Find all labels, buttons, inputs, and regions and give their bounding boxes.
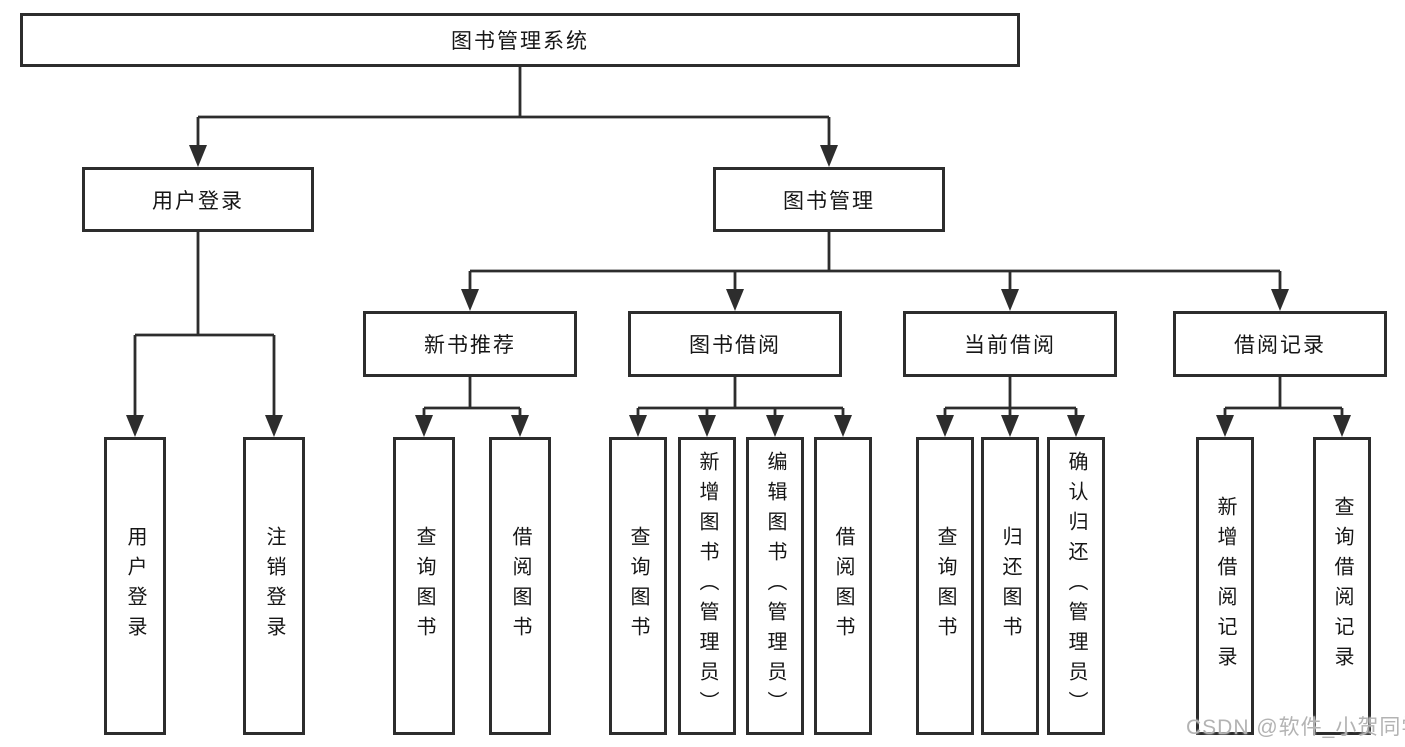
leaf-confirm-return-admin: 确认归还（管理员） [1047, 437, 1105, 735]
leaf-query-books-borrowing: 查询图书 [609, 437, 667, 735]
leaf-borrow-books-recommend-label: 借阅图书 [509, 526, 531, 646]
node-borrowing-records: 借阅记录 [1173, 311, 1387, 377]
node-user-login: 用户登录 [82, 167, 314, 232]
leaf-query-borrow-record-label: 查询借阅记录 [1331, 496, 1353, 676]
leaf-user-login-label: 用户登录 [124, 526, 146, 646]
leaf-query-books-borrowing-label: 查询图书 [627, 526, 649, 646]
leaf-add-borrow-record-label: 新增借阅记录 [1214, 496, 1236, 676]
leaf-add-book-admin: 新增图书（管理员） [678, 437, 736, 735]
leaf-borrow-books-recommend: 借阅图书 [489, 437, 551, 735]
leaf-borrow-books-borrowing: 借阅图书 [814, 437, 872, 735]
node-new-book-recommend: 新书推荐 [363, 311, 577, 377]
leaf-return-book-label: 归还图书 [999, 526, 1021, 646]
leaf-user-login: 用户登录 [104, 437, 166, 735]
node-book-management: 图书管理 [713, 167, 945, 232]
leaf-add-book-admin-label: 新增图书（管理员） [696, 451, 718, 721]
node-book-borrowing: 图书借阅 [628, 311, 842, 377]
leaf-add-borrow-record: 新增借阅记录 [1196, 437, 1254, 735]
leaf-logout-label: 注销登录 [263, 526, 285, 646]
node-library-system: 图书管理系统 [20, 13, 1020, 67]
leaf-confirm-return-admin-label: 确认归还（管理员） [1065, 451, 1087, 721]
leaf-return-book: 归还图书 [981, 437, 1039, 735]
leaf-edit-book-admin: 编辑图书（管理员） [746, 437, 804, 735]
leaf-logout: 注销登录 [243, 437, 305, 735]
leaf-query-borrow-record: 查询借阅记录 [1313, 437, 1371, 735]
leaf-borrow-books-borrowing-label: 借阅图书 [832, 526, 854, 646]
leaf-query-books-recommend: 查询图书 [393, 437, 455, 735]
leaf-edit-book-admin-label: 编辑图书（管理员） [764, 451, 786, 721]
node-current-borrowing: 当前借阅 [903, 311, 1117, 377]
leaf-query-books-current: 查询图书 [916, 437, 974, 735]
leaf-query-books-recommend-label: 查询图书 [413, 526, 435, 646]
csdn-watermark: CSDN @软件_小贺同学 [1186, 716, 1405, 739]
leaf-query-books-current-label: 查询图书 [934, 526, 956, 646]
arrowheads [126, 145, 1351, 437]
connector-paths [133, 67, 1344, 417]
